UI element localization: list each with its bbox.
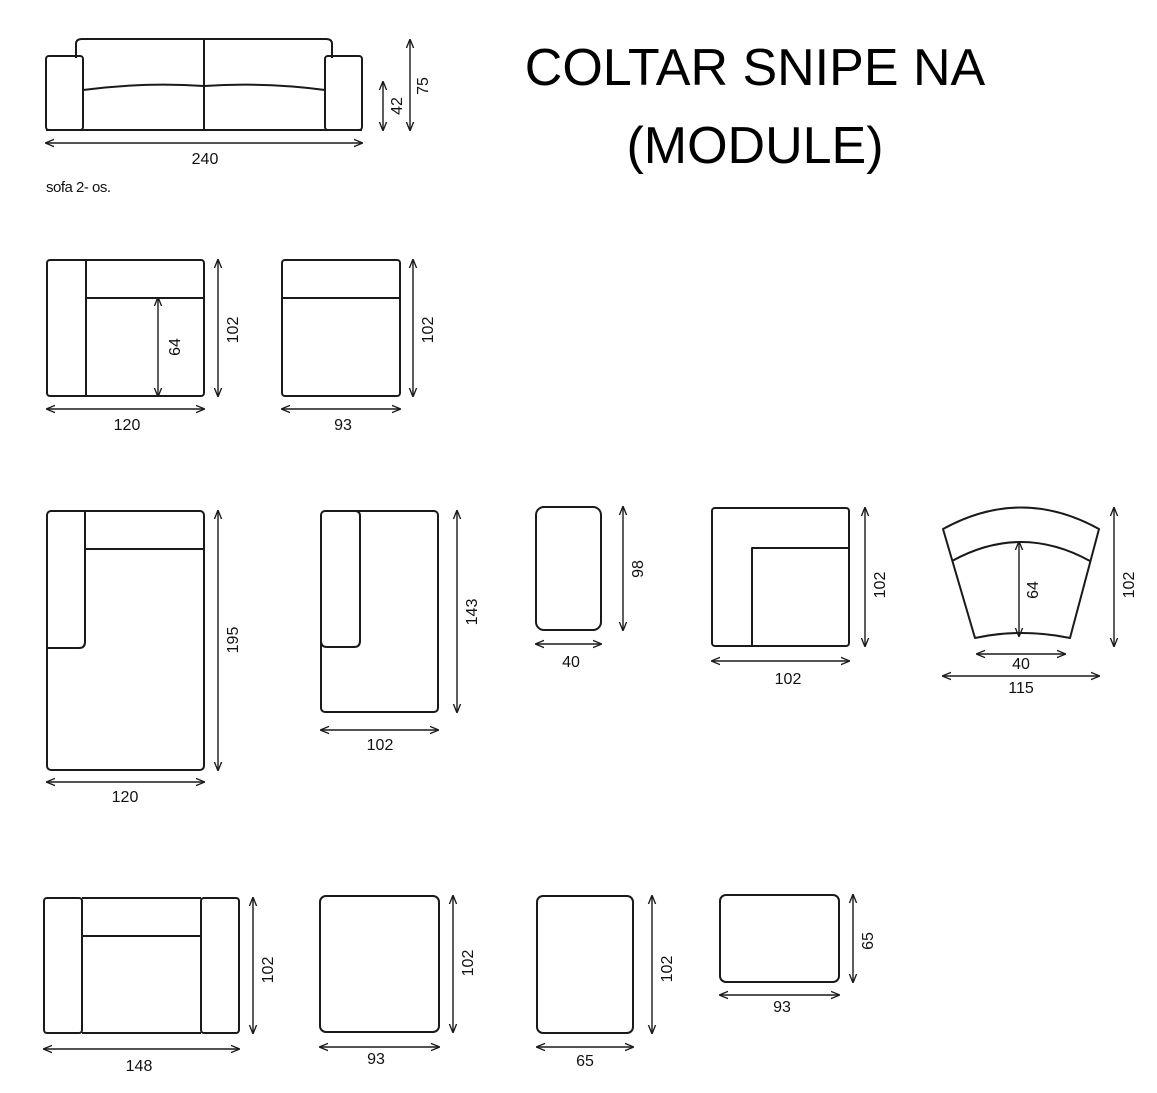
module-11-width-label: 93 [773, 999, 791, 1016]
sofa-left-arm [45, 55, 84, 131]
module-7-width-label: 115 [1008, 680, 1034, 697]
module-2-outline [281, 259, 401, 397]
module-3: 195 120 [46, 510, 242, 806]
module-1-outline [46, 259, 205, 397]
module-7: 64 40 115 102 [942, 506, 1138, 697]
module-4-outline [320, 510, 439, 713]
sofa-right-arm [324, 55, 363, 131]
module-7-inner-width-label: 40 [1012, 656, 1030, 673]
module-3-width-label: 120 [112, 789, 139, 806]
module-7-seat-depth-label: 64 [1025, 581, 1042, 599]
module-5-depth-label: 98 [630, 560, 647, 578]
module-8: 102 148 [43, 897, 277, 1075]
module-9-outline [319, 895, 440, 1033]
module-5-outline [535, 506, 602, 631]
module-11-outline [719, 894, 840, 983]
sofa-front-view: 240 42 75 sofa 2- os. [45, 38, 432, 196]
module-4-width-label: 102 [367, 737, 394, 754]
sofa-caption: sofa 2- os. [46, 179, 111, 196]
module-9: 102 93 [319, 895, 477, 1068]
module-1-seat-depth-label: 64 [167, 338, 184, 356]
module-4-arm [320, 510, 361, 648]
module-1: 64 102 120 [46, 259, 242, 434]
module-1-depth-label: 102 [225, 317, 242, 344]
page-title: COLTAR SNIPE NA (MODULE) [525, 39, 986, 175]
module-3-outline [46, 510, 205, 771]
module-1-width-label: 120 [114, 417, 141, 434]
module-6-depth-label: 102 [872, 572, 889, 599]
module-10-depth-label: 102 [659, 956, 676, 983]
module-10: 102 65 [536, 895, 676, 1070]
sofa-backrest [75, 38, 333, 58]
module-6-width-label: 102 [775, 671, 802, 688]
module-11-depth-label: 65 [860, 932, 877, 950]
sofa-width-label: 240 [192, 151, 219, 168]
module-8-left-arm [43, 897, 83, 1034]
module-10-width-label: 65 [576, 1053, 594, 1070]
module-2-depth-label: 102 [420, 317, 437, 344]
module-4-depth-label: 143 [464, 599, 481, 626]
module-7-depth-label: 102 [1121, 572, 1138, 599]
module-8-width-label: 148 [126, 1058, 153, 1075]
module-11: 65 93 [719, 894, 877, 1016]
sofa-height-label: 75 [415, 77, 432, 95]
module-6: 102 102 [711, 507, 889, 688]
module-2-width-label: 93 [334, 417, 352, 434]
sofa-seat-height-label: 42 [389, 97, 406, 115]
module-2: 102 93 [281, 259, 437, 434]
module-6-outline [711, 507, 850, 647]
module-8-depth-label: 102 [260, 957, 277, 984]
module-10-outline [536, 895, 634, 1034]
module-3-arm [47, 511, 86, 649]
module-3-depth-label: 195 [225, 627, 242, 654]
title-line-2: (MODULE) [626, 117, 883, 175]
module-5: 98 40 [535, 506, 647, 671]
module-9-width-label: 93 [367, 1051, 385, 1068]
module-9-depth-label: 102 [460, 950, 477, 977]
title-line-1: COLTAR SNIPE NA [525, 39, 986, 97]
module-6-back-corner [751, 547, 849, 646]
module-7-back-line [951, 541, 1091, 562]
module-5-width-label: 40 [562, 654, 580, 671]
module-7-outline [942, 506, 1100, 639]
module-8-right-arm [200, 897, 240, 1034]
sofa-seat-line [82, 83, 326, 91]
module-4: 143 102 [320, 510, 481, 754]
